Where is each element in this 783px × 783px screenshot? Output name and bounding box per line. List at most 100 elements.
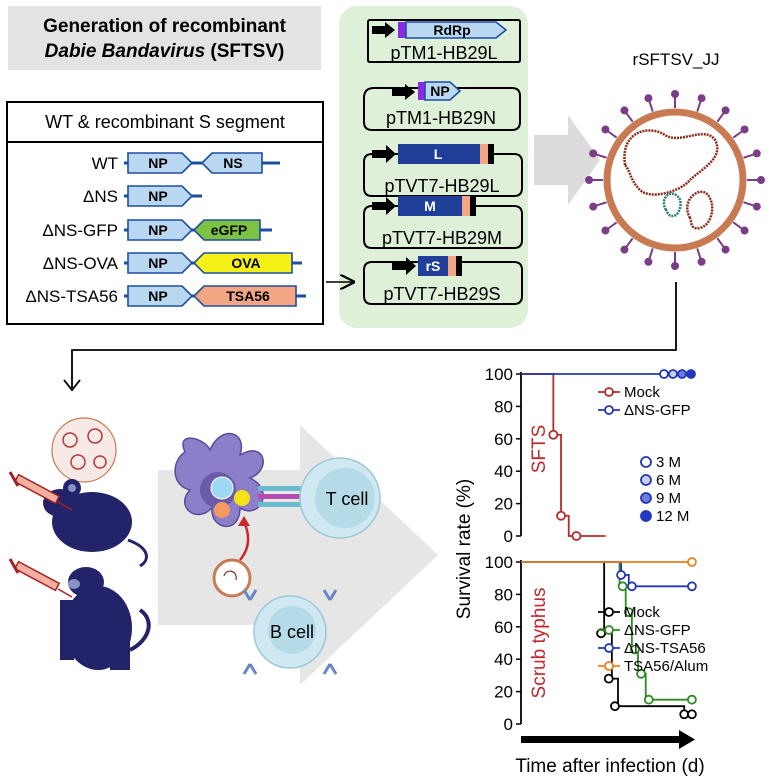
terminator-block xyxy=(488,144,494,164)
virus-inset-icon xyxy=(51,417,117,483)
legend-marker-scrub xyxy=(604,625,614,635)
ns-label-wt: NS xyxy=(223,155,242,171)
title-virus-abbrev: (SFTSV) xyxy=(205,41,285,62)
segment-label-dns-gfp: ΔNS-GFP xyxy=(42,221,118,240)
plasmid-name: pTVT7-HB29L xyxy=(384,176,499,196)
virus-small-icon xyxy=(212,558,252,598)
legend-marker-scrub xyxy=(604,661,614,671)
np-gene-dns-gfp xyxy=(127,219,194,241)
data-point-sfts-0 xyxy=(571,531,582,541)
virus-spike-head xyxy=(644,94,653,103)
virus-spike xyxy=(716,237,726,249)
legend-label-sfts: Mock xyxy=(624,384,660,401)
np-label-dns: NP xyxy=(148,188,167,204)
data-point-scrub-1 xyxy=(636,668,647,679)
plasmid-m: M pTVT7-HB29M xyxy=(363,196,523,249)
title-line-2: Dabie Bandavirus (SFTSV) xyxy=(8,41,321,63)
virus-spike-head xyxy=(671,90,679,98)
plasmid-loop xyxy=(367,19,521,63)
terminator-block xyxy=(456,256,462,276)
y-tick-label-scrub: 80 xyxy=(494,585,513,604)
y-tick-label-scrub: 100 xyxy=(485,553,513,572)
y-tick-label-sfts: 80 xyxy=(494,397,513,416)
virus-spike-head xyxy=(585,176,593,184)
segment-rows: WT NP NS ΔNS NP ΔNS-GFP NP eGFP ΔNS-OVA … xyxy=(25,152,306,307)
insert-block xyxy=(398,196,462,216)
plasmid-loop xyxy=(363,87,521,131)
virus-spike-head xyxy=(757,176,765,184)
virus-to-vaccination-connector xyxy=(71,282,677,388)
data-point-scrub-0 xyxy=(610,701,620,712)
virus-spike-head xyxy=(721,245,730,254)
promoter-arrow-icon xyxy=(372,197,396,215)
virus-spike xyxy=(716,111,726,123)
virus-label: rSFTSV_JJ xyxy=(633,50,720,69)
series-line-scrub-2 xyxy=(521,561,695,588)
legend-marker-timepoint xyxy=(640,510,652,522)
segment-label-dns-tsa56: ΔNS-TSA56 xyxy=(25,287,118,306)
insert-label: M xyxy=(424,198,436,214)
virus-spike-head xyxy=(589,149,598,158)
timepoint-marker xyxy=(677,369,687,379)
np-gene-dns-tsa56 xyxy=(127,285,194,307)
legend-label-timepoint: 12 M xyxy=(656,508,689,525)
segment-label-dns: ΔNS xyxy=(83,187,118,206)
legend-label-timepoint: 3 M xyxy=(656,454,681,471)
dendritic-cell-icon xyxy=(174,433,264,528)
ribozyme-block xyxy=(462,196,470,216)
rna-genome-m xyxy=(686,190,714,230)
x-axis-bar xyxy=(521,736,679,743)
data-point-scrub-2 xyxy=(626,581,637,592)
tag-block xyxy=(398,22,406,38)
virus-spike-head xyxy=(752,149,761,158)
x-axis-label: Time after infection (d) xyxy=(515,756,704,777)
b-cell-icon xyxy=(242,589,338,675)
plasmid-name: pTM1-HB29N xyxy=(386,108,496,128)
virus-spikes xyxy=(585,90,765,270)
series-line-scrub-1 xyxy=(521,561,695,701)
monkey-icon xyxy=(60,567,151,670)
legend-label-timepoint: 9 M xyxy=(656,490,681,507)
b-cell-label: B cell xyxy=(270,622,314,642)
y-tick-label-sfts: 0 xyxy=(504,527,513,546)
virus-spike-head xyxy=(671,262,679,270)
np-label-dns-tsa56: NP xyxy=(148,288,167,304)
title-box: Generation of recombinant Dabie Bandavir… xyxy=(8,6,321,70)
legend-label-scrub: ΔNS-TSA56 xyxy=(624,640,706,657)
segment-label-dns-ova: ΔNS-OVA xyxy=(43,254,119,273)
egfp-gene xyxy=(192,219,261,241)
virus-spike xyxy=(696,99,702,112)
insert-label: RdRp xyxy=(433,22,470,38)
promoter-arrow-icon xyxy=(392,257,416,275)
y-axis-label: Survival rate (%) xyxy=(454,479,475,619)
title-virus-name: Dabie Bandavirus xyxy=(44,41,206,62)
virus-spike xyxy=(732,129,744,139)
t-cell-icon xyxy=(299,457,381,539)
ova-label: OVA xyxy=(231,255,260,271)
legend-label-timepoint: 6 M xyxy=(656,472,681,489)
y-tick-label-scrub: 40 xyxy=(494,650,513,669)
virus-spike-head xyxy=(740,226,749,235)
virus-spike-head xyxy=(601,125,610,134)
timepoint-marker xyxy=(686,369,696,379)
virus-spike xyxy=(696,248,702,261)
mhc-tcr-interaction-icon xyxy=(258,486,308,507)
virus-spike xyxy=(606,221,618,231)
plasmid-loop xyxy=(363,153,523,197)
virus-spike-head xyxy=(589,202,598,211)
promoter-arrow-icon xyxy=(372,22,395,38)
plasmid-name: pTVT7-HB29S xyxy=(383,284,500,304)
plasmid-loop xyxy=(363,205,523,249)
y-tick-label-scrub: 0 xyxy=(504,715,513,734)
plasmids: RdRp pTM1-HB29L NP pTM1-HB29N L pTVT7-HB… xyxy=(363,19,523,305)
legend-label-scrub: TSA56/Alum xyxy=(624,658,708,675)
generation-chevron-arrow xyxy=(534,115,600,205)
legend-label-scrub: ΔNS-GFP xyxy=(624,622,691,639)
data-point-scrub-0 xyxy=(687,709,697,720)
legend-marker-timepoint xyxy=(640,456,652,468)
plasmid-name: pTM1-HB29L xyxy=(390,43,497,63)
timepoint-marker xyxy=(659,369,669,379)
plasmid-np: NP pTM1-HB29N xyxy=(363,81,521,131)
